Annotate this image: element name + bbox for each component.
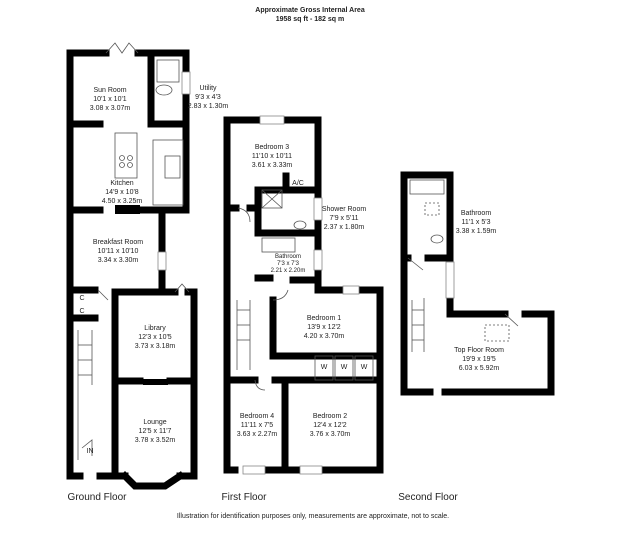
room-name: Bedroom 4	[239, 413, 275, 420]
room-imperial: 14'9 x 10'8	[105, 189, 139, 196]
wardrobe-marker: W	[320, 364, 328, 371]
second-floor-walls	[400, 171, 555, 396]
room-metric: 3.08 x 3.07m	[89, 105, 131, 112]
room-name: Library	[144, 325, 166, 332]
room-metric: 3.38 x 1.59m	[455, 228, 497, 235]
room-metric: 3.34 x 3.30m	[97, 257, 139, 264]
room-sun-room: Sun Room 10'1 x 10'1 3.08 x 3.07m	[90, 86, 130, 113]
room-metric: 2.83 x 1.30m	[187, 103, 229, 110]
plan-header: Approximate Gross Internal Area 1958 sq …	[255, 6, 364, 24]
room-name: Bedroom 2	[312, 413, 348, 420]
room-name: Lounge	[143, 419, 167, 426]
first-floor-fixtures	[236, 115, 374, 475]
room-imperial: 7'9 x 5'11	[329, 215, 359, 222]
room-name: Top Floor Room	[454, 347, 504, 354]
room-bedroom-4: Bedroom 4 11'11 x 7'5 3.63 x 2.27m	[237, 412, 277, 439]
room-lounge: Lounge 12'5 x 11'7 3.78 x 3.52m	[135, 418, 175, 445]
entrance-marker: IN	[86, 448, 94, 455]
room-name: Bathroom	[274, 254, 301, 260]
room-metric: 3.63 x 2.27m	[236, 431, 278, 438]
room-name: Utility	[199, 85, 217, 92]
room-name: Breakfast Room	[92, 239, 144, 246]
room-imperial: 12'5 x 11'7	[138, 428, 172, 435]
wardrobe-marker: W	[360, 364, 368, 371]
room-name: Sun Room	[93, 87, 127, 94]
room-name: Bathroom	[460, 210, 492, 217]
header-title: Approximate Gross Internal Area	[255, 7, 365, 14]
room-bedroom-3: Bedroom 3 11'10 x 10'11 3.61 x 3.33m	[252, 143, 292, 170]
room-metric: 3.76 x 3.70m	[309, 431, 351, 438]
room-metric: 3.78 x 3.52m	[134, 437, 176, 444]
room-imperial: 12'4 x 12'2	[313, 422, 347, 429]
room-imperial: 12'3 x 10'5	[138, 334, 172, 341]
second-floor-fixtures	[407, 179, 519, 352]
room-shower-room: Shower Room 7'9 x 5'11 2.37 x 1.80m	[322, 205, 366, 232]
room-imperial: 11'1 x 5'3	[461, 219, 491, 226]
room-bedroom-1: Bedroom 1 13'9 x 12'2 4.20 x 3.70m	[304, 314, 344, 341]
room-imperial: 19'9 x 19'5	[462, 356, 496, 363]
room-imperial: 7'3 x 7'3	[277, 261, 299, 267]
room-bathroom-second: Bathroom 11'1 x 5'3 3.38 x 1.59m	[456, 209, 496, 236]
cupboard-marker: C	[79, 295, 85, 302]
room-imperial: 11'11 x 7'5	[240, 422, 274, 429]
airing-cupboard-marker: A/C	[292, 180, 304, 187]
room-utility: Utility 9'3 x 4'3 2.83 x 1.30m	[188, 84, 228, 111]
room-kitchen: Kitchen 14'9 x 10'8 4.50 x 3.25m	[102, 179, 142, 206]
room-library: Library 12'3 x 10'5 3.73 x 3.18m	[135, 324, 175, 351]
room-metric: 2.21 x 2.20m	[270, 268, 306, 274]
header-area: 1958 sq ft - 182 sq m	[275, 16, 345, 23]
room-breakfast-room: Breakfast Room 10'11 x 10'10 3.34 x 3.30…	[93, 238, 143, 265]
room-imperial: 10'1 x 10'1	[93, 96, 127, 103]
room-imperial: 11'10 x 10'11	[251, 153, 293, 160]
room-top-floor-room: Top Floor Room 19'9 x 19'5 6.03 x 5.92m	[454, 346, 504, 373]
cupboard-marker: C	[79, 308, 85, 315]
room-bedroom-2: Bedroom 2 12'4 x 12'2 3.76 x 3.70m	[310, 412, 350, 439]
room-metric: 2.37 x 1.80m	[323, 224, 365, 231]
room-name: Bedroom 3	[254, 144, 290, 151]
room-bathroom-first: Bathroom 7'3 x 7'3 2.21 x 2.20m	[271, 254, 306, 275]
room-imperial: 13'9 x 12'2	[307, 324, 341, 331]
room-metric: 3.61 x 3.33m	[251, 162, 293, 169]
room-imperial: 9'3 x 4'3	[195, 94, 221, 101]
room-imperial: 10'11 x 10'10	[97, 248, 139, 255]
room-metric: 4.50 x 3.25m	[101, 198, 143, 205]
floor-label-ground: Ground Floor	[67, 492, 127, 503]
room-name: Bedroom 1	[306, 315, 342, 322]
room-metric: 3.73 x 3.18m	[134, 343, 176, 350]
room-metric: 4.20 x 3.70m	[303, 333, 345, 340]
ground-floor-fixtures	[77, 42, 191, 460]
floor-label-first: First Floor	[221, 492, 267, 503]
floor-label-second: Second Floor	[398, 492, 458, 503]
ground-floor-walls	[66, 49, 198, 490]
wardrobe-marker: W	[340, 364, 348, 371]
room-name: Kitchen	[110, 180, 134, 187]
disclaimer: Illustration for identification purposes…	[176, 513, 450, 520]
room-name: Shower Room	[321, 206, 367, 213]
room-metric: 6.03 x 5.92m	[458, 365, 500, 372]
